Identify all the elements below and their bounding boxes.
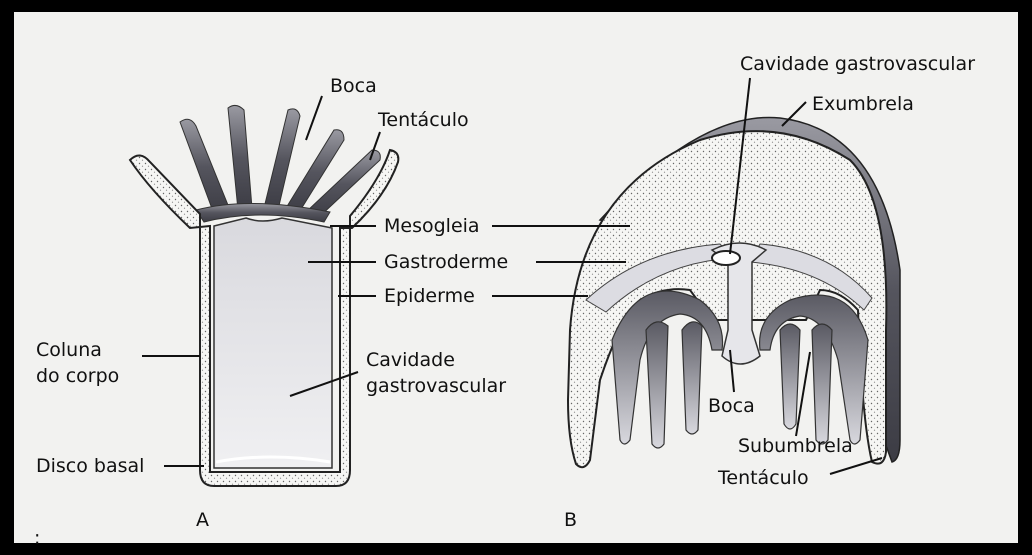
- label-b-mouth: Boca: [708, 395, 755, 417]
- caption-a: A: [196, 509, 209, 531]
- label-subumbrella: Subumbrela: [738, 435, 853, 457]
- footnote-mark: :: [34, 527, 40, 549]
- label-a-cavity-line1: Cavidade: [366, 349, 455, 371]
- medusa-cavity-ellipse: [711, 250, 741, 266]
- label-a-cavity-line2: gastrovascular: [366, 375, 506, 397]
- medusa-diagram: [492, 77, 901, 475]
- label-b-cavity: Cavidade gastrovascular: [740, 53, 975, 75]
- label-b-tentacle: Tentáculo: [717, 467, 809, 489]
- caption-b: B: [564, 509, 577, 531]
- label-basal-disc: Disco basal: [36, 455, 144, 477]
- medusa-manubrium: [710, 242, 768, 365]
- label-body-column-line1: Coluna: [36, 339, 102, 361]
- polyp-cavity: [213, 217, 333, 469]
- label-epidermis: Epiderme: [384, 285, 475, 307]
- polyp-diagram: [128, 95, 400, 487]
- polyp-body-outer: [128, 148, 400, 487]
- label-gastrodermis: Gastroderme: [384, 251, 508, 273]
- polyp-tentacles: [179, 104, 381, 223]
- label-a-tentacle: Tentáculo: [377, 109, 469, 131]
- label-a-mouth: Boca: [330, 75, 377, 97]
- label-mesoglea: Mesogleia: [384, 215, 480, 237]
- label-exumbrella: Exumbrela: [812, 93, 914, 115]
- label-body-column-line2: do corpo: [36, 365, 119, 387]
- medusa-bell: [566, 130, 888, 469]
- medusa-tentacles: [611, 290, 869, 449]
